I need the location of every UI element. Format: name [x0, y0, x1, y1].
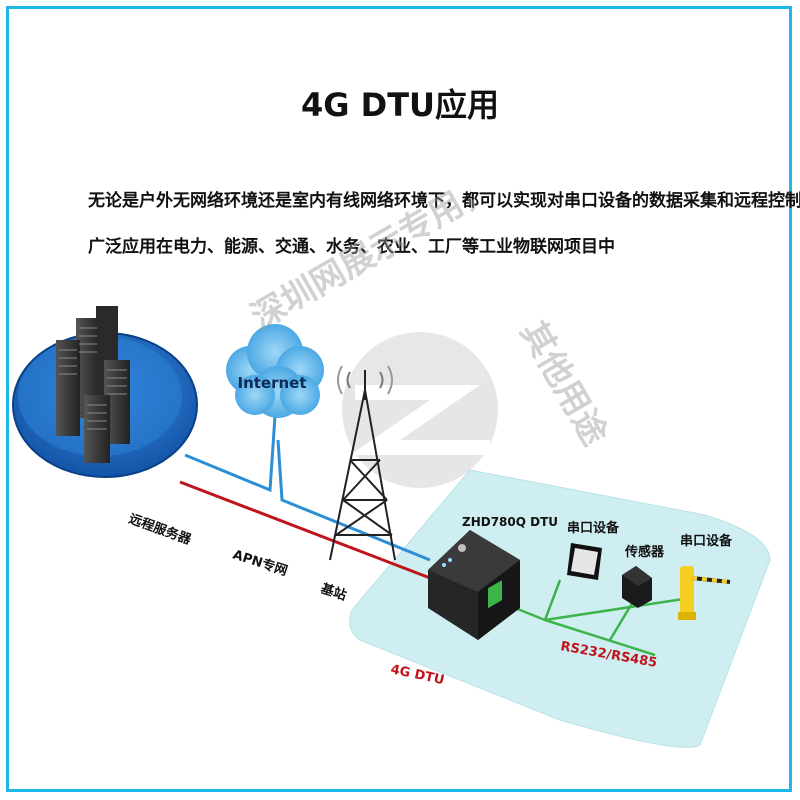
apn-label: APN专网	[231, 547, 290, 580]
serial-device-label-1: 串口设备	[567, 520, 620, 536]
outer-frame	[6, 6, 792, 792]
watermark-text-b: 其他用途	[512, 315, 615, 453]
sensor-label: 传感器	[624, 544, 665, 560]
dtu-model-label: ZHD780Q DTU	[462, 515, 558, 529]
remote-server-label: 远程服务器	[127, 511, 194, 549]
server-rack-icon	[56, 306, 130, 463]
page-title: 4G DTU应用	[300, 86, 500, 124]
barrier-gate-icon	[678, 566, 731, 620]
serial-device-panel-icon	[567, 543, 602, 580]
watermark-logo	[342, 332, 498, 488]
blue-link-2	[276, 439, 431, 562]
internet-cloud-icon: Internet	[226, 324, 324, 418]
dtu-device-icon	[428, 530, 520, 640]
base-station-tower-icon	[329, 365, 396, 561]
serial-device-label-2: 串口设备	[680, 533, 733, 549]
device-platform	[349, 469, 771, 748]
red-link	[179, 480, 431, 580]
description: 无论是户外无网络环境还是室内有线网络环境下，都可以实现对串口设备的数据采集和远程…	[88, 178, 800, 270]
base-station-label: 基站	[318, 580, 349, 604]
internet-label: Internet	[237, 374, 306, 392]
remote-server-group	[12, 306, 198, 478]
description-line-2: 广泛应用在电力、能源、交通、水务、农业、工厂等工业物联网项目中	[88, 237, 615, 257]
sensor-icon	[622, 566, 652, 608]
watermark-text-a: 深圳网展示专用，	[245, 167, 501, 338]
description-line-1: 无论是户外无网络环境还是室内有线网络环境下，都可以实现对串口设备的数据采集和远程…	[88, 191, 800, 211]
